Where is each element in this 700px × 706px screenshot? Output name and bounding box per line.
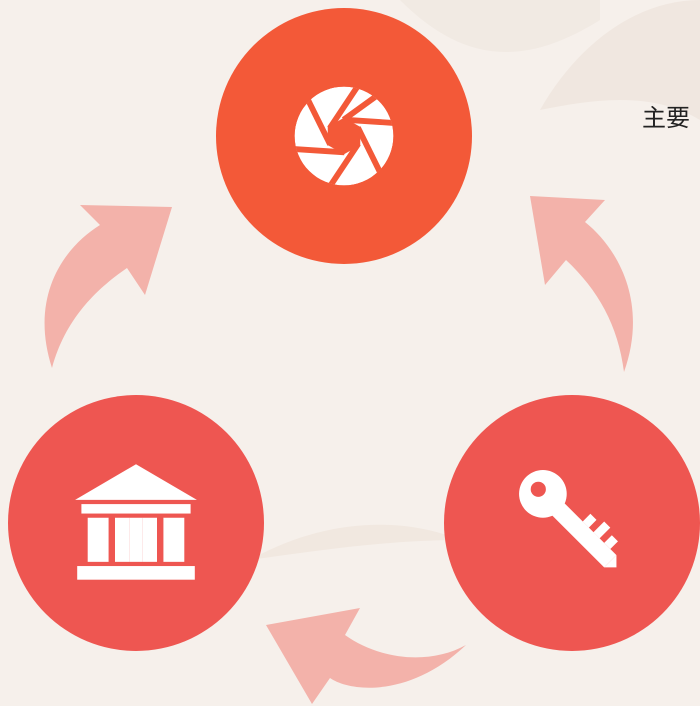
key-icon xyxy=(519,470,618,568)
arrow-right-to-top xyxy=(530,196,633,372)
side-label: 主要 xyxy=(642,104,690,132)
arrow-left-to-top xyxy=(44,205,172,368)
node-top xyxy=(216,8,472,264)
node-left xyxy=(8,395,264,651)
node-right xyxy=(444,395,700,651)
arrow-right-to-left xyxy=(266,608,466,704)
aperture-icon xyxy=(294,86,394,186)
bank-icon xyxy=(75,464,197,580)
